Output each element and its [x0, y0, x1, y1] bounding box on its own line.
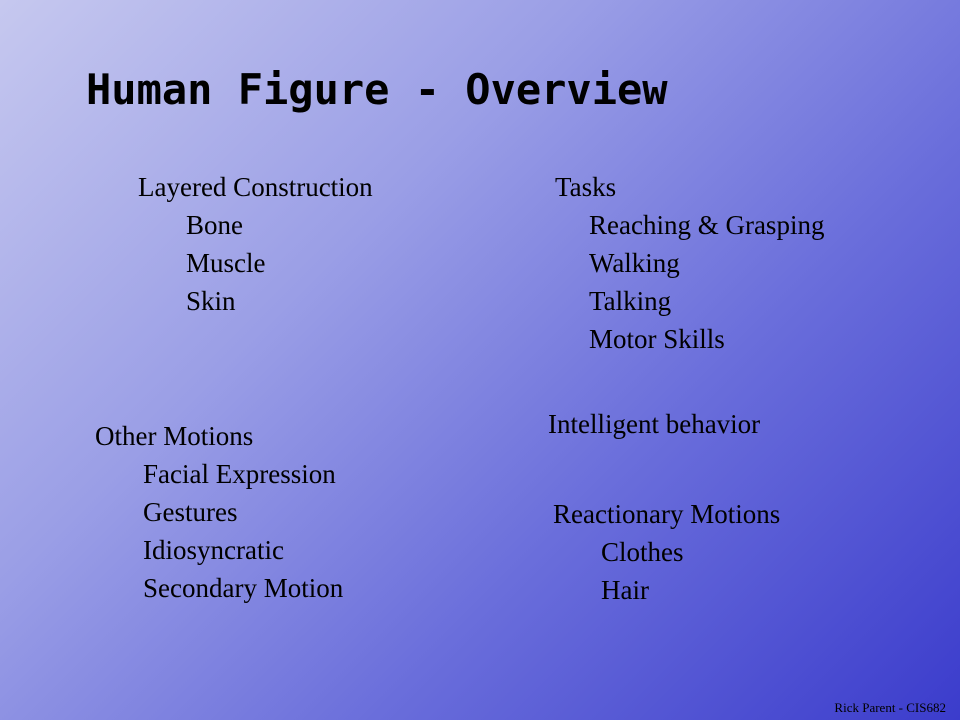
list-item: Secondary Motion — [143, 573, 344, 603]
list-item: Talking — [589, 286, 672, 316]
list-item: Facial Expression — [143, 459, 336, 489]
intelligent-behavior-section: Intelligent behavior — [548, 405, 760, 443]
list-item: Motor Skills — [589, 324, 725, 354]
section-heading: Layered Construction — [138, 172, 373, 202]
list-item: Muscle — [186, 248, 266, 278]
tasks-section: Tasks Reaching & Grasping Walking Talkin… — [555, 168, 824, 358]
section-list: Reaching & Grasping Walking Talking Moto… — [555, 206, 824, 358]
list-item: Clothes — [601, 537, 684, 567]
list-item: Reaching & Grasping — [589, 210, 825, 240]
slide-footer: Rick Parent - CIS682 — [834, 700, 946, 715]
section-list: Clothes Hair — [553, 533, 780, 609]
section-heading: Reactionary Motions — [553, 499, 781, 529]
section-heading: Other Motions — [95, 421, 254, 451]
list-item: Skin — [186, 286, 236, 316]
section-list: Bone Muscle Skin — [138, 206, 373, 320]
slide-title: Human Figure - Overview — [86, 65, 668, 114]
section-heading: Tasks — [555, 172, 617, 202]
list-item: Gestures — [143, 497, 238, 527]
reactionary-motions-section: Reactionary Motions Clothes Hair — [553, 495, 780, 609]
list-item: Hair — [601, 575, 649, 605]
layered-construction-section: Layered Construction Bone Muscle Skin — [138, 168, 373, 320]
section-heading: Intelligent behavior — [548, 409, 761, 439]
list-item: Idiosyncratic — [143, 535, 284, 565]
other-motions-section: Other Motions Facial Expression Gestures… — [95, 417, 343, 607]
list-item: Bone — [186, 210, 243, 240]
list-item: Walking — [589, 248, 680, 278]
section-list: Facial Expression Gestures Idiosyncratic… — [95, 455, 343, 607]
